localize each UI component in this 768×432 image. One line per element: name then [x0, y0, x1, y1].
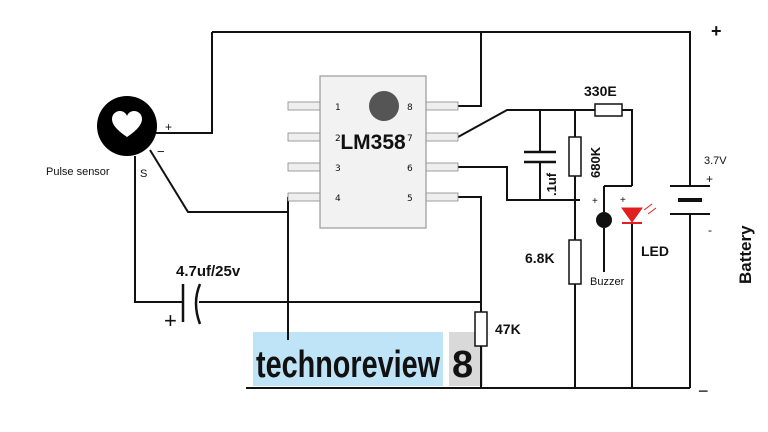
pin-number-6: 6: [407, 164, 413, 174]
pin-number-8: 8: [407, 103, 413, 113]
buzzer-label: Buzzer: [590, 276, 625, 288]
led-triangle: [621, 207, 643, 223]
led: + LED: [620, 195, 669, 259]
watermark-text: technoreview: [256, 344, 440, 386]
ic-pin-8: [425, 101, 459, 111]
resistor-680k-body: [568, 136, 582, 177]
sensor-plus-label: +: [165, 120, 172, 134]
watermark: technoreview 8: [253, 332, 483, 386]
wire-pin7: [457, 109, 576, 138]
sensor-label: Pulse sensor: [46, 166, 110, 178]
wire-330e-right: [622, 109, 633, 186]
capacitor-4-7uf: 4.7uf/25v +: [164, 263, 241, 333]
ic-pins-left: [287, 101, 321, 202]
led-light-arrows: [643, 203, 657, 215]
cap-large-label: 4.7uf/25v: [176, 263, 241, 280]
resistor-6-8k: 6.8K: [525, 239, 582, 285]
resistor-6-8k-body: [568, 239, 582, 285]
battery-label: Battery: [736, 225, 755, 284]
resistor-680k-label: 680K: [588, 146, 603, 178]
buzzer-body: [596, 212, 612, 228]
battery: 3.7V + - Battery: [670, 155, 755, 284]
ic-notch: [369, 91, 399, 121]
led-plus: +: [620, 195, 626, 206]
wire-pin6: [458, 166, 580, 201]
resistor-47k-body: [474, 311, 488, 347]
watermark-background: [253, 332, 443, 386]
resistor-47k-label: 47K: [495, 321, 521, 337]
ic-pins-right: [425, 101, 459, 202]
pin-number-3: 3: [335, 164, 341, 174]
cap-large-plus: +: [164, 308, 177, 333]
wire-sensor-signal: [134, 156, 183, 303]
led-label: LED: [641, 243, 669, 259]
resistor-330e-body: [594, 103, 623, 117]
wire-sensor-plus: [150, 32, 213, 134]
wire-pin8: [458, 32, 482, 107]
ic-pin-4: [287, 192, 321, 202]
pin-number-7: 7: [407, 134, 413, 144]
wire-cap-to-47k: [199, 301, 482, 312]
capacitor-01uf: .1uf: [524, 150, 559, 196]
resistor-680k: 680K: [568, 136, 603, 178]
ic-pin-6: [425, 162, 459, 172]
ic-name: LM358: [340, 131, 406, 154]
lm358-ic: LM358 1 2 3 4 8 7 6 5: [287, 75, 459, 229]
sensor-signal-label: S: [140, 168, 147, 180]
wire-top-rail: [212, 31, 691, 186]
sensor-minus-label: −: [157, 144, 165, 159]
resistor-330e-label: 330E: [584, 83, 617, 99]
resistor-47k: 47K: [474, 311, 521, 347]
ic-pin-1: [287, 101, 321, 111]
buzzer: + Buzzer: [590, 186, 625, 288]
pin-number-2: 2: [335, 134, 341, 144]
pulse-sensor: + − S Pulse sensor: [46, 96, 172, 180]
ic-pin-3: [287, 162, 321, 172]
wire-pin5: [458, 196, 482, 302]
heart-icon: [112, 111, 142, 137]
wire-sensor-minus: [149, 149, 288, 213]
watermark-suffix: 8: [452, 344, 473, 386]
cap-small-label: .1uf: [544, 172, 559, 196]
rail-minus-label: −: [698, 381, 709, 401]
battery-minus: -: [708, 223, 712, 237]
resistor-330e: 330E: [584, 83, 623, 117]
pin-number-1: 1: [335, 103, 341, 113]
pin-number-4: 4: [335, 194, 341, 204]
rail-plus-label: +: [711, 21, 722, 41]
battery-voltage: 3.7V: [704, 155, 727, 167]
resistor-6-8k-label: 6.8K: [525, 250, 555, 266]
ic-pin-7: [425, 132, 459, 142]
wires: [134, 31, 691, 389]
pin-number-5: 5: [407, 194, 413, 204]
cap-large-plate-curved: [194, 283, 202, 325]
ic-pin-5: [425, 192, 459, 202]
buzzer-plus: +: [592, 196, 598, 207]
battery-plus: +: [706, 172, 713, 186]
ic-pin-2: [287, 132, 321, 142]
